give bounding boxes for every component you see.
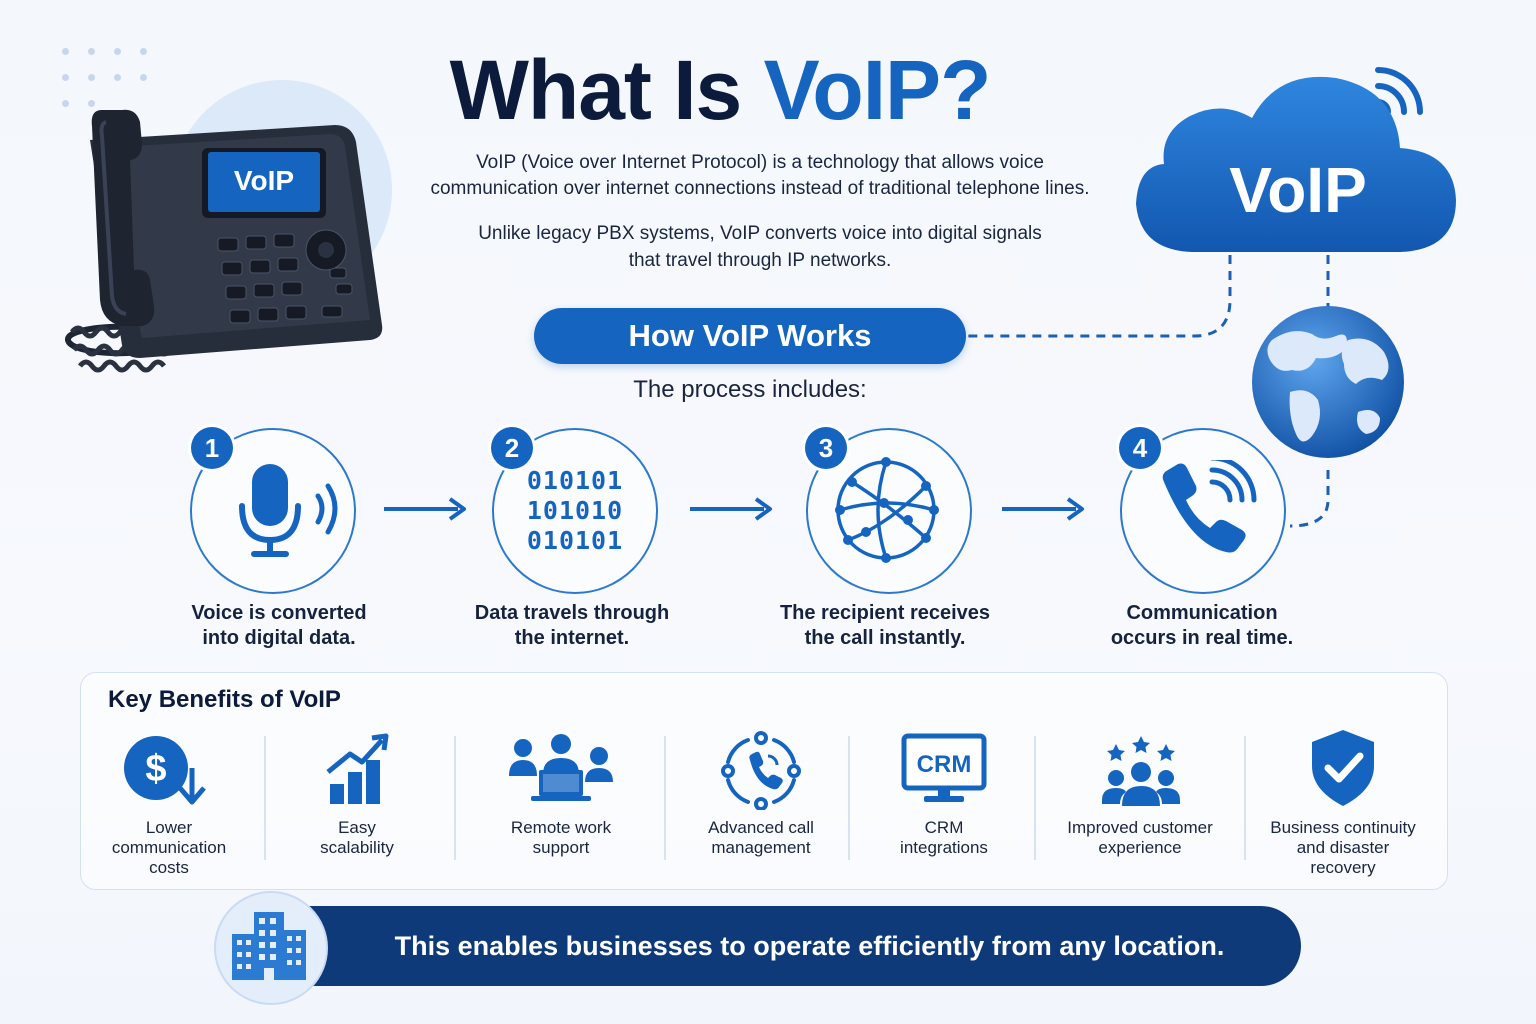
step-4-number: 4 bbox=[1119, 427, 1161, 469]
benefit-divider bbox=[664, 736, 666, 860]
benefit-divider bbox=[454, 736, 456, 860]
phone-call-icon bbox=[1162, 460, 1257, 553]
network-globe-icon bbox=[835, 457, 939, 563]
remote-team-icon bbox=[509, 734, 613, 801]
benefit-divider bbox=[1034, 736, 1036, 860]
benefit-divider bbox=[848, 736, 850, 860]
globe-icon bbox=[1252, 306, 1404, 458]
microphone-icon bbox=[239, 464, 338, 557]
intro-line-3: Unlike legacy PBX systems, VoIP converts… bbox=[478, 223, 1042, 244]
customer-stars-icon bbox=[1102, 736, 1180, 806]
intro-line-4: that travel through IP networks. bbox=[628, 250, 892, 271]
call-management-icon bbox=[721, 731, 801, 810]
bottom-banner: This enables businesses to operate effic… bbox=[258, 906, 1301, 986]
benefits-title: Key Benefits of VoIP bbox=[108, 686, 341, 713]
office-buildings-icon bbox=[232, 912, 306, 980]
page-title: What Is VoIP? bbox=[449, 43, 992, 137]
crm-monitor-icon: CRM bbox=[901, 733, 987, 802]
desk-phone-icon: VoIP bbox=[65, 109, 383, 373]
phone-screen-label: VoIP bbox=[234, 165, 294, 196]
intro-line-1: VoIP (Voice over Internet Protocol) is a… bbox=[476, 152, 1044, 173]
intro-line-2: communication over internet connections … bbox=[430, 178, 1090, 199]
cloud-connection-graphic: VoIP bbox=[968, 67, 1456, 528]
dollar-down-icon: $ bbox=[124, 736, 206, 805]
arrow-right-icon bbox=[1002, 497, 1084, 521]
step-3-circle bbox=[806, 428, 972, 594]
benefit-divider bbox=[264, 736, 266, 860]
benefit-divider bbox=[1244, 736, 1246, 860]
svg-text:CRM: CRM bbox=[917, 751, 972, 778]
decorative-dots bbox=[62, 48, 152, 112]
growth-chart-icon bbox=[326, 733, 389, 804]
shield-check-icon bbox=[1312, 730, 1374, 806]
arrow-right-icon bbox=[690, 497, 772, 521]
cloud-label: VoIP bbox=[1229, 154, 1367, 226]
step-1-number: 1 bbox=[191, 427, 233, 469]
how-voip-works-heading: How VoIP Works bbox=[534, 308, 966, 364]
svg-text:$: $ bbox=[145, 748, 166, 790]
step-2-number: 2 bbox=[491, 427, 533, 469]
process-subtitle: The process includes: bbox=[633, 376, 867, 403]
cloud-icon bbox=[1136, 76, 1456, 252]
step-3-number: 3 bbox=[805, 427, 847, 469]
arrow-right-icon bbox=[384, 497, 466, 521]
